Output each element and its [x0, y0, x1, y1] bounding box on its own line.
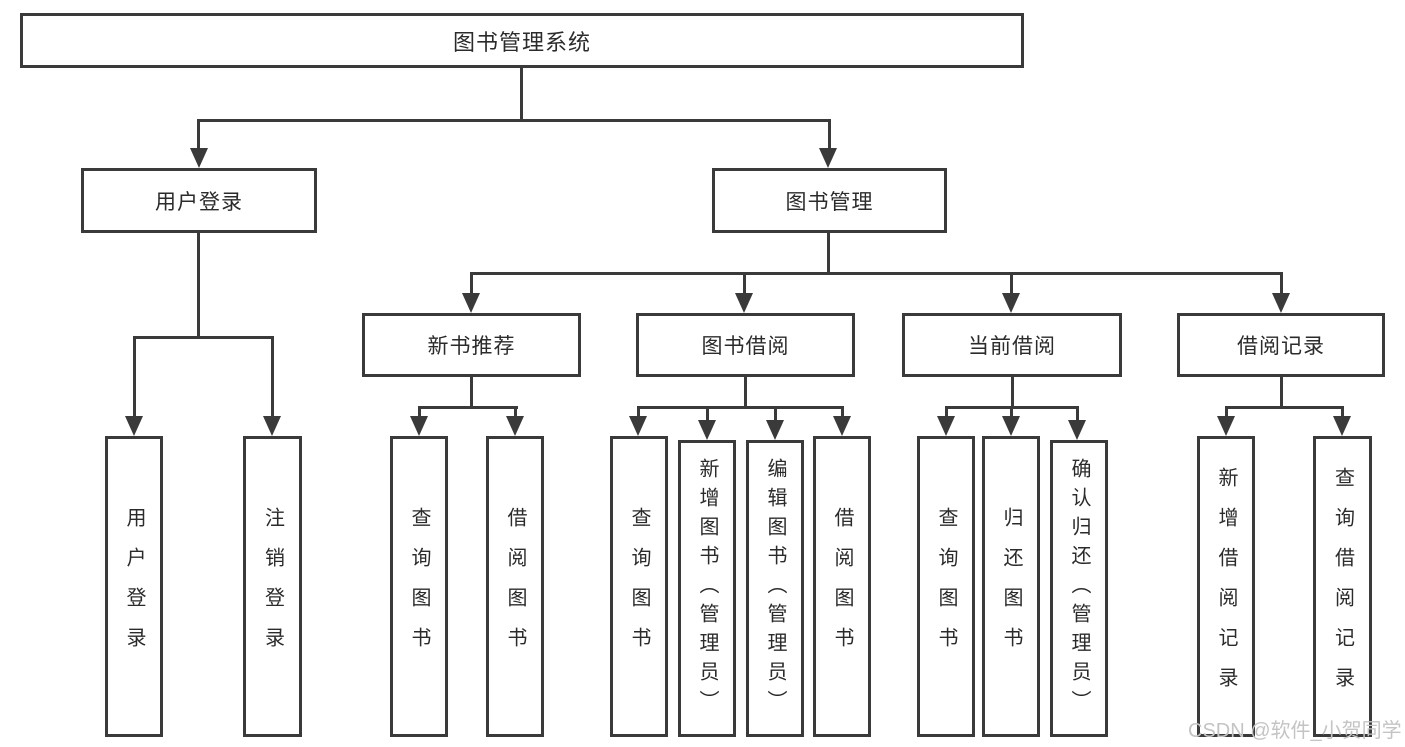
- connector: [197, 233, 200, 339]
- node-label: 图书借阅: [701, 335, 790, 358]
- leaf-add-borrow-record: 新增借阅记录: [1197, 436, 1255, 737]
- node-label: 用户登录: [155, 190, 243, 214]
- node-label: 新增借阅记录: [1215, 466, 1237, 707]
- node-label: 查询借阅记录: [1331, 466, 1354, 707]
- connector: [774, 406, 777, 422]
- connector: [827, 233, 830, 275]
- node-label: 确认归还（管理员）: [1068, 458, 1090, 719]
- connector: [637, 406, 640, 418]
- node-label: 用户登录: [123, 506, 145, 667]
- arrowhead: [819, 148, 837, 168]
- watermark: CSDN @软件_小贺同学: [1188, 720, 1402, 742]
- node-label: 查询图书: [408, 506, 430, 667]
- node-label: 注销登录: [261, 506, 284, 667]
- arrowhead: [1217, 416, 1235, 436]
- arrowhead: [735, 293, 753, 313]
- arrowhead: [506, 416, 524, 436]
- connector: [945, 406, 948, 418]
- node-label: 图书管理系统: [452, 29, 591, 55]
- arrowhead: [698, 420, 716, 440]
- arrowhead: [462, 293, 480, 313]
- connector: [271, 336, 274, 418]
- connector: [133, 336, 136, 418]
- connector: [470, 377, 473, 409]
- leaf-return-books: 归还图书: [982, 436, 1040, 737]
- leaf-query-books-recommend: 查询图书: [390, 436, 448, 737]
- node-label: 查询图书: [628, 506, 650, 667]
- arrowhead: [410, 416, 428, 436]
- node-label: 当前借阅: [968, 335, 1056, 358]
- connector: [197, 119, 200, 150]
- connector: [133, 336, 273, 339]
- node-label: 借阅记录: [1237, 335, 1325, 358]
- connector: [197, 119, 831, 122]
- connector: [828, 119, 831, 150]
- arrowhead: [190, 148, 208, 168]
- arrowhead: [125, 416, 143, 436]
- node-label: 新增图书（管理员）: [696, 458, 718, 719]
- node-label: 新书推荐: [427, 335, 516, 358]
- node-label: 图书管理: [785, 190, 874, 214]
- leaf-query-borrow-record: 查询借阅记录: [1313, 436, 1372, 737]
- connector: [1225, 406, 1344, 409]
- connector: [1341, 406, 1344, 418]
- connector: [1225, 406, 1228, 418]
- connector: [470, 272, 473, 295]
- arrowhead: [1002, 293, 1020, 313]
- leaf-confirm-return-admin: 确认归还（管理员）: [1050, 440, 1108, 737]
- arrowhead: [263, 416, 281, 436]
- connector: [1010, 406, 1013, 418]
- node-current-borrowing: 当前借阅: [902, 313, 1122, 377]
- arrowhead: [1002, 416, 1020, 436]
- connector: [1280, 377, 1283, 409]
- node-label: 借阅图书: [504, 506, 526, 667]
- connector: [744, 377, 747, 409]
- connector: [1010, 272, 1013, 295]
- arrowhead: [1068, 420, 1086, 440]
- connector: [841, 406, 844, 418]
- node-borrowing-records: 借阅记录: [1177, 313, 1385, 377]
- connector: [1011, 377, 1014, 409]
- arrowhead: [1333, 416, 1351, 436]
- connector: [1076, 406, 1079, 422]
- node-library-system: 图书管理系统: [20, 13, 1024, 68]
- connector: [520, 68, 523, 121]
- leaf-add-books-admin: 新增图书（管理员）: [678, 440, 736, 737]
- connector: [637, 406, 844, 409]
- leaf-borrow-books: 借阅图书: [813, 436, 871, 737]
- connector: [514, 406, 517, 418]
- node-label: 编辑图书（管理员）: [764, 458, 786, 719]
- connector: [470, 272, 1283, 275]
- node-book-borrowing: 图书借阅: [636, 313, 855, 377]
- leaf-edit-books-admin: 编辑图书（管理员）: [746, 440, 804, 737]
- arrowhead: [833, 416, 851, 436]
- node-label: 借阅图书: [831, 506, 853, 667]
- arrowhead: [766, 420, 784, 440]
- node-label: 归还图书: [1000, 506, 1022, 667]
- connector: [1280, 272, 1283, 295]
- node-user-login: 用户登录: [81, 168, 317, 233]
- arrowhead: [629, 416, 647, 436]
- arrowhead: [937, 416, 955, 436]
- connector: [706, 406, 709, 422]
- arrowhead: [1272, 293, 1290, 313]
- node-book-management: 图书管理: [712, 168, 947, 233]
- leaf-query-books-borrow: 查询图书: [610, 436, 668, 737]
- leaf-user-login: 用户登录: [105, 436, 163, 737]
- leaf-query-books-current: 查询图书: [917, 436, 975, 737]
- connector: [743, 272, 746, 295]
- leaf-borrow-books-recommend: 借阅图书: [486, 436, 544, 737]
- connector: [418, 406, 518, 409]
- node-new-book-recommendation: 新书推荐: [362, 313, 581, 377]
- leaf-logout: 注销登录: [243, 436, 302, 737]
- node-label: 查询图书: [935, 506, 957, 667]
- connector: [418, 406, 421, 418]
